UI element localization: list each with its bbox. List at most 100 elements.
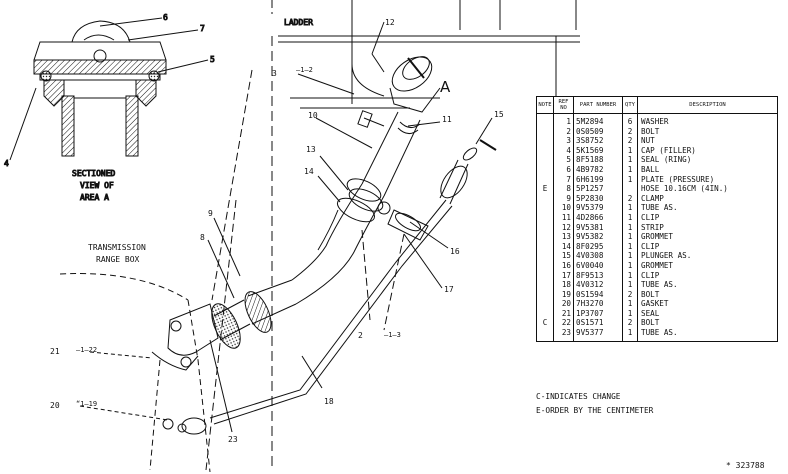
part-number-cell: 4D2866 <box>573 212 623 223</box>
note-cell <box>536 155 554 165</box>
qty-cell: 1 <box>622 328 638 342</box>
ref-no-cell: 20 <box>553 299 574 309</box>
header-note: NOTE <box>536 96 554 114</box>
qty-cell: 1 <box>622 212 638 223</box>
qty-cell: 1 <box>622 164 638 175</box>
sectioned-caption-line-3: AREA A <box>80 193 109 202</box>
qty-cell <box>622 184 638 194</box>
note-cell <box>536 328 554 342</box>
ref-no-cell: 16 <box>553 260 574 271</box>
ref-11-label: 11 <box>442 115 452 124</box>
qty-cell: 2 <box>622 193 638 204</box>
ref-m122-label: –1–22 <box>76 346 97 354</box>
ref-10-label: 10 <box>308 111 318 120</box>
ref-no-cell: 9 <box>553 193 574 204</box>
part-number-cell: 1P3707 <box>573 308 623 319</box>
part-number-cell: 4V0308 <box>573 251 623 261</box>
header-ref-no: REF NO <box>553 96 574 114</box>
callout-labels: A 12 3 –1–2 10 11 15 13 14 9 8 16 17 2 –… <box>50 18 504 444</box>
part-number-cell: 4B9782 <box>573 164 623 175</box>
parts-table: NOTE REF NO PART NUMBER QTY DESCRIPTION … <box>536 96 778 342</box>
note-cell <box>536 136 554 146</box>
description-cell: GROMMET <box>637 232 778 242</box>
note-cell <box>536 289 554 300</box>
ref-6-label: 6 <box>163 13 168 22</box>
description-cell: WASHER <box>637 113 778 127</box>
ref-no-cell: 21 <box>553 308 574 319</box>
legend-order: E-ORDER BY THE CENTIMETER <box>536 406 654 415</box>
ref-7-label: 7 <box>200 24 205 33</box>
qty-cell: 2 <box>622 289 638 300</box>
qty-cell: 1 <box>622 308 638 319</box>
ref-no-cell: 10 <box>553 203 574 213</box>
description-cell: CLIP <box>637 241 778 252</box>
ref-no-cell: 17 <box>553 270 574 281</box>
description-cell: BOLT <box>637 318 778 329</box>
note-cell <box>536 222 554 233</box>
part-number-cell: 9V5382 <box>573 232 623 242</box>
part-number-cell: 9V5379 <box>573 203 623 213</box>
part-number-cell: 6H6199 <box>573 174 623 185</box>
part-number-cell: 7H3270 <box>573 299 623 309</box>
description-cell: STRIP <box>637 222 778 233</box>
ref-no-cell: 18 <box>553 280 574 290</box>
ref-no-cell: 19 <box>553 289 574 300</box>
description-cell: NUT <box>637 136 778 146</box>
note-cell <box>536 299 554 309</box>
description-cell: PLUNGER AS. <box>637 251 778 261</box>
note-cell <box>536 193 554 204</box>
header-qty: QTY <box>622 96 638 114</box>
description-cell: CAP (FILLER) <box>637 145 778 156</box>
ref-13-label: 13 <box>306 145 316 154</box>
note-cell <box>536 241 554 252</box>
description-cell: TUBE AS. <box>637 203 778 213</box>
note-cell <box>536 203 554 213</box>
transmission-label-line-1: TRANSMISSION <box>88 243 146 252</box>
part-number-cell: 5M2894 <box>573 113 623 127</box>
description-cell: BOLT <box>637 126 778 137</box>
ref-18-label: 18 <box>324 397 334 406</box>
ref-4-label: 4 <box>4 159 9 168</box>
header-description: DESCRIPTION <box>637 96 778 114</box>
qty-cell: 1 <box>622 232 638 242</box>
qty-cell: 2 <box>622 136 638 146</box>
description-cell: PLATE (PRESSURE) <box>637 174 778 185</box>
callout-leaders <box>79 21 493 433</box>
description-cell: GROMMET <box>637 260 778 271</box>
ref-14-label: 14 <box>304 167 314 176</box>
area-a-label: A <box>440 78 451 96</box>
description-cell: BOLT <box>637 289 778 300</box>
ref-m13-label: –1–3 <box>384 331 401 339</box>
ref-no-cell: 12 <box>553 222 574 233</box>
note-cell <box>536 280 554 290</box>
transmission-label-line-2: RANGE BOX <box>96 255 140 264</box>
legend-change: C-INDICATES CHANGE <box>536 392 621 401</box>
ref-9-label: 9 <box>208 209 213 218</box>
ref-no-cell: 13 <box>553 232 574 242</box>
ref-21-label: 21 <box>50 347 60 356</box>
ref-no-cell: 14 <box>553 241 574 252</box>
qty-cell: 2 <box>622 126 638 137</box>
ref-12-label: 12 <box>385 18 395 27</box>
qty-cell: 1 <box>622 280 638 290</box>
note-cell: E <box>536 184 554 194</box>
sectioned-caption-line-2: VIEW OF <box>80 181 114 190</box>
header-part-number: PART NUMBER <box>573 96 623 114</box>
ref-no-cell: 1 <box>553 113 574 127</box>
note-cell <box>536 145 554 156</box>
description-cell: GASKET <box>637 299 778 309</box>
parts-table-header: NOTE REF NO PART NUMBER QTY DESCRIPTION <box>536 96 778 114</box>
